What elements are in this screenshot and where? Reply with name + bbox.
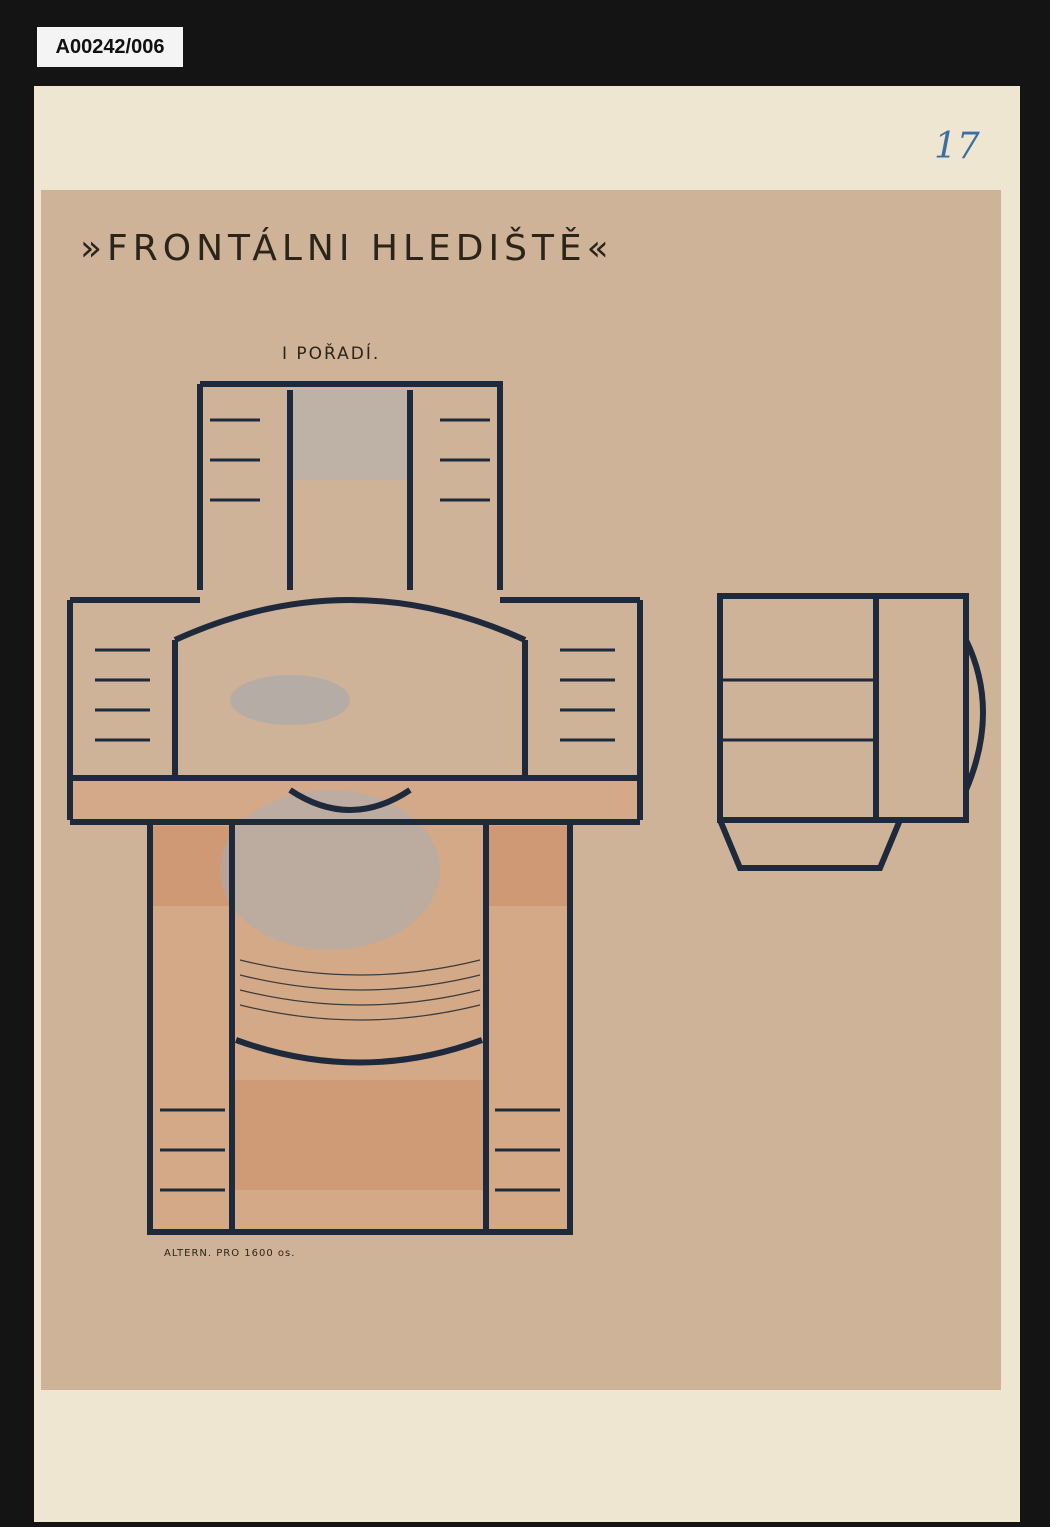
sheet-number: 17 — [934, 126, 980, 167]
building-walls — [67, 381, 986, 1235]
foyer-wash — [70, 778, 640, 1230]
catalog-tag: A00242/006 — [37, 27, 183, 67]
interior-walls — [95, 418, 876, 1192]
auditorium-seating — [239, 959, 481, 1021]
drawing-title: »FRONTÁLNI HLEDIŠTĚ« — [80, 228, 614, 269]
stage-wash — [220, 390, 440, 950]
drawing-caption: ALTERN. PRO 1600 os. — [164, 1248, 296, 1259]
drawing-subtitle: I POŘADÍ. — [282, 344, 381, 364]
